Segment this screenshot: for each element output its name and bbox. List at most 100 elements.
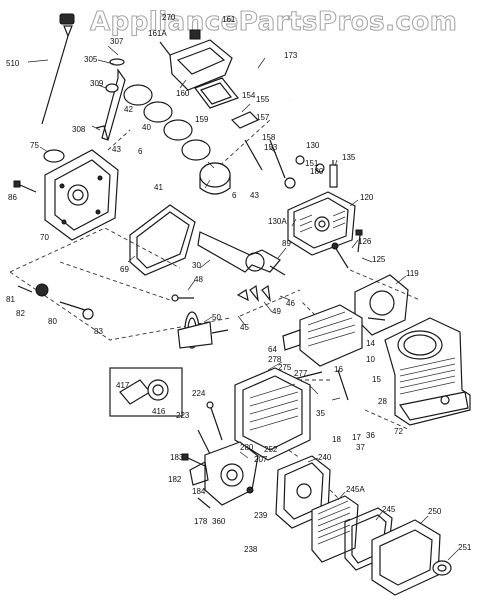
callout-251: 251 bbox=[458, 543, 472, 552]
callout-151: 151 bbox=[305, 159, 319, 168]
callout-120: 120 bbox=[360, 193, 374, 202]
blower-housing-part bbox=[234, 367, 311, 461]
callout-46: 46 bbox=[286, 299, 295, 308]
callout-308: 308 bbox=[72, 125, 86, 134]
callout-154: 154 bbox=[242, 91, 256, 100]
filter-inset-part bbox=[109, 367, 183, 417]
callout-160: 160 bbox=[176, 89, 190, 98]
callout-30: 30 bbox=[192, 261, 201, 270]
callout-43a: 43 bbox=[112, 145, 121, 154]
air-cleaner-cover-part bbox=[371, 519, 441, 596]
callout-125: 125 bbox=[372, 255, 386, 264]
callout-119: 119 bbox=[406, 269, 419, 278]
callout-417: 417 bbox=[116, 381, 130, 390]
callout-64: 64 bbox=[268, 345, 277, 354]
callout-178: 178 bbox=[194, 517, 208, 526]
callout-43b: 43 bbox=[250, 191, 259, 200]
callout-37: 37 bbox=[356, 443, 365, 452]
callout-207: 207 bbox=[254, 455, 268, 464]
tappets-part bbox=[171, 284, 271, 303]
governor-parts bbox=[17, 283, 94, 320]
head-gasket-part bbox=[354, 274, 409, 336]
callout-28: 28 bbox=[378, 397, 387, 406]
callout-6b: 6 bbox=[232, 191, 237, 200]
callout-184: 184 bbox=[192, 487, 206, 496]
callout-75: 75 bbox=[30, 141, 39, 150]
crankcase-cover-part bbox=[43, 149, 119, 241]
callout-277: 277 bbox=[294, 369, 308, 378]
piston-rings-part bbox=[123, 84, 231, 195]
callout-161: 161 bbox=[222, 15, 236, 24]
callout-157: 157 bbox=[256, 113, 270, 122]
callout-510: 510 bbox=[6, 59, 20, 68]
callout-159: 159 bbox=[195, 115, 209, 124]
callout-280: 280 bbox=[240, 443, 254, 452]
callout-223: 223 bbox=[176, 411, 190, 420]
callout-270: 270 bbox=[162, 13, 176, 22]
callout-69: 69 bbox=[120, 265, 129, 274]
callout-130: 130 bbox=[306, 141, 320, 150]
callout-252: 252 bbox=[264, 445, 278, 454]
callout-48: 48 bbox=[194, 275, 203, 284]
linkage-part bbox=[197, 401, 223, 463]
callout-305: 305 bbox=[84, 55, 98, 64]
callout-40: 40 bbox=[142, 123, 151, 132]
callout-17: 17 bbox=[352, 433, 361, 442]
leader-lines bbox=[27, 45, 459, 561]
callout-224: 224 bbox=[192, 389, 206, 398]
callout-70: 70 bbox=[40, 233, 49, 242]
callout-238: 238 bbox=[244, 545, 258, 554]
callout-158: 158 bbox=[262, 133, 276, 142]
callout-42: 42 bbox=[124, 105, 133, 114]
callout-360: 360 bbox=[212, 517, 226, 526]
callout-18: 18 bbox=[332, 435, 341, 444]
callout-83: 83 bbox=[94, 327, 103, 336]
breather-tube-part bbox=[231, 65, 292, 101]
callout-182: 182 bbox=[168, 475, 182, 484]
callout-245a: 245A bbox=[346, 485, 365, 494]
muffler-part bbox=[282, 304, 363, 367]
bolt-86-part bbox=[13, 180, 37, 193]
callout-173: 173 bbox=[284, 51, 298, 60]
callout-6a: 6 bbox=[138, 147, 143, 156]
callout-153: 153 bbox=[264, 143, 278, 152]
carburetor-part bbox=[189, 441, 259, 506]
callout-36: 36 bbox=[366, 431, 375, 440]
callout-50: 50 bbox=[212, 313, 221, 322]
camshaft-part bbox=[177, 311, 229, 349]
callout-16: 16 bbox=[334, 365, 343, 374]
callout-86: 86 bbox=[8, 193, 17, 202]
callout-275: 275 bbox=[278, 363, 292, 372]
gasket-69-part bbox=[129, 204, 196, 276]
callout-15: 15 bbox=[372, 375, 381, 384]
crankshaft-part bbox=[197, 231, 286, 276]
callout-135: 135 bbox=[342, 153, 356, 162]
cover-knob-part bbox=[432, 560, 452, 576]
callout-80: 80 bbox=[48, 317, 57, 326]
carb-bolts-part bbox=[181, 453, 211, 509]
callout-49: 49 bbox=[272, 307, 281, 316]
head-bolts-part bbox=[331, 229, 363, 269]
callout-45: 45 bbox=[240, 323, 249, 332]
callout-183: 183 bbox=[170, 453, 184, 462]
callout-35: 35 bbox=[316, 409, 325, 418]
callout-10: 10 bbox=[366, 355, 375, 364]
spark-plug-part bbox=[329, 160, 338, 188]
engine-block-part bbox=[384, 317, 471, 426]
callout-41: 41 bbox=[154, 183, 163, 192]
callout-130a: 130A bbox=[268, 217, 287, 226]
callout-250: 250 bbox=[428, 507, 442, 516]
callout-155: 155 bbox=[256, 95, 270, 104]
gasket-159-part bbox=[194, 77, 239, 109]
callout-239: 239 bbox=[254, 511, 268, 520]
callout-81: 81 bbox=[6, 295, 15, 304]
valve-cover-part bbox=[159, 29, 233, 91]
cylinder-head-part bbox=[287, 191, 356, 256]
push-rod-part bbox=[230, 111, 325, 189]
callout-89: 89 bbox=[282, 239, 291, 248]
callout-72: 72 bbox=[394, 427, 403, 436]
dipstick-part bbox=[41, 13, 75, 125]
dipstick-tube-part bbox=[95, 58, 126, 141]
callout-307: 307 bbox=[110, 37, 124, 46]
